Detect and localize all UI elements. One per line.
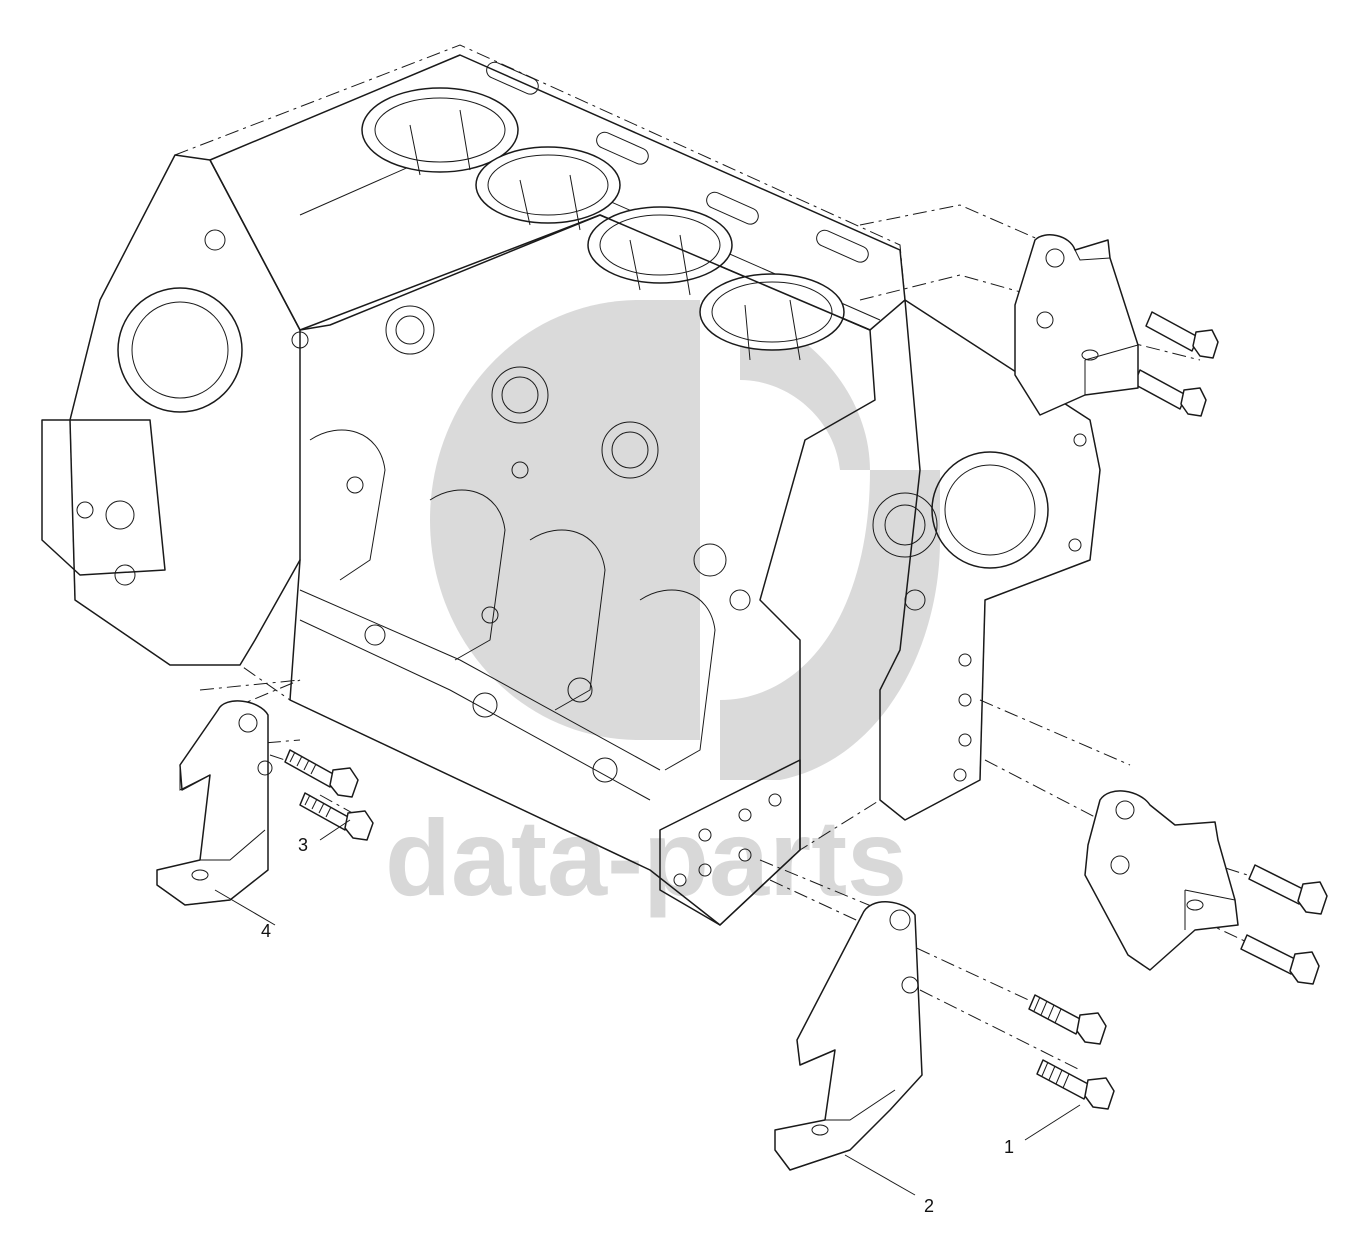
callouts: 3 4 1 2 [214,819,1081,1216]
part-4-bracket [156,700,273,906]
bolt [1240,934,1320,985]
bolt [1248,864,1328,915]
watermark-logo [430,300,940,780]
part-3-bolts [284,749,374,841]
cylinder-bores [361,87,845,361]
watermark: data-parts [385,300,940,918]
callout-4: 4 [261,921,271,941]
part-2-bracket [774,901,923,1171]
side-bosses [291,305,751,783]
bolt [1133,369,1207,417]
part-1-bolts [1028,311,1328,1110]
callout-1: 1 [1004,1137,1014,1157]
upper-right-bracket [1014,234,1139,416]
callout-2: 2 [924,1196,934,1216]
watermark-text: data-parts [385,797,907,918]
bolt [1028,994,1107,1045]
bolt [1145,311,1219,359]
rear-holes [953,433,1087,782]
bolt [299,792,374,841]
callout-3: 3 [298,835,308,855]
front-mount-holes [673,793,782,887]
engine-block [41,44,1101,926]
bearing-webs [299,429,716,801]
bolt [1036,1059,1115,1110]
bolt [284,749,359,798]
middle-right-bracket [1084,790,1239,971]
deck-slots [486,61,869,263]
